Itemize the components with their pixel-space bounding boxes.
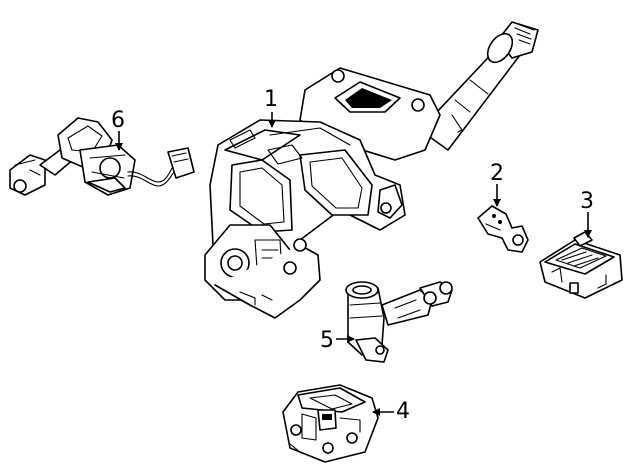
lock-cylinder [345, 281, 453, 363]
callout-1: 1 [264, 87, 278, 128]
sensor-with-harness [9, 117, 195, 196]
steering-column-assembly [204, 21, 539, 319]
callout-2: 2 [490, 161, 504, 207]
callout-label-6: 6 [111, 108, 125, 133]
callout-label-4: 4 [396, 399, 410, 424]
callout-label-3: 3 [580, 189, 594, 214]
callout-6: 6 [111, 108, 125, 151]
callout-label-5: 5 [320, 328, 334, 353]
callout-3: 3 [580, 189, 594, 238]
callout-label-2: 2 [490, 161, 504, 186]
control-module [539, 231, 623, 299]
callout-5: 5 [320, 328, 355, 353]
lock-module [282, 384, 379, 463]
callout-label-1: 1 [264, 87, 278, 112]
callout-4: 4 [372, 399, 410, 424]
bracket [477, 205, 529, 253]
